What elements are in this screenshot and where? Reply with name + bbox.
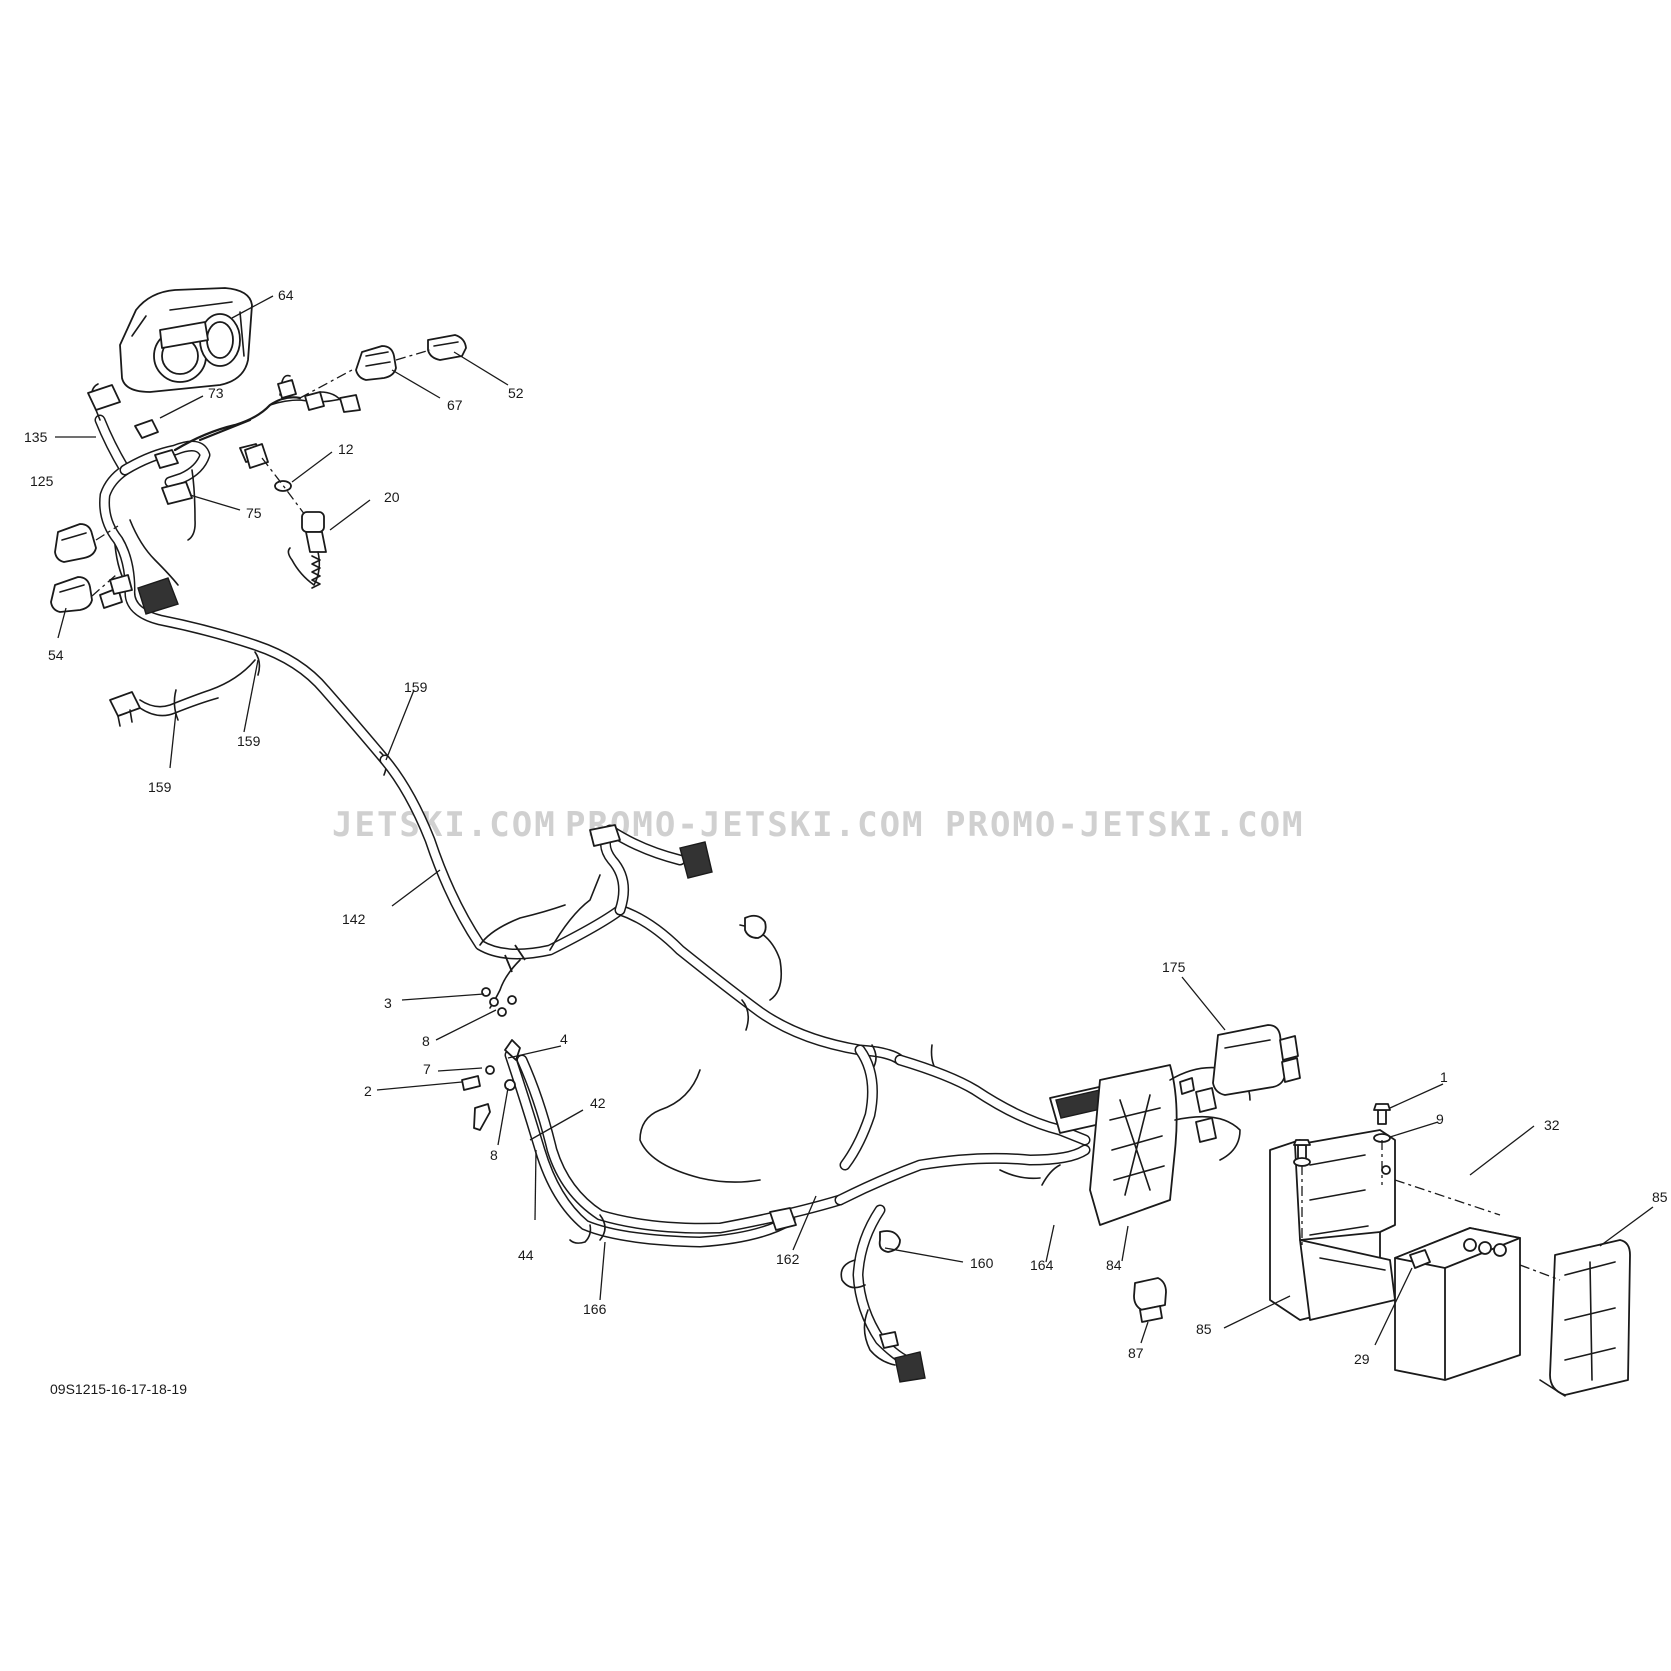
callout-8: 8	[490, 1147, 498, 1163]
lower-connectors	[769, 1207, 926, 1383]
lower-harness	[834, 1044, 1091, 1366]
callout-32: 32	[1544, 1117, 1560, 1133]
gauge-cluster	[119, 287, 253, 393]
callout-159: 159	[148, 779, 172, 795]
battery-cables	[504, 1049, 846, 1248]
lanyard-20	[287, 511, 327, 589]
callout-labels: 64 52 67 73 135 12 125 75 20 54 159 159 …	[24, 287, 1668, 1367]
callout-12: 12	[338, 441, 354, 457]
callout-175: 175	[1162, 959, 1186, 975]
callout-44: 44	[518, 1247, 534, 1263]
callout-160: 160	[970, 1255, 994, 1271]
relay-87	[1133, 1277, 1167, 1323]
callout-162: 162	[776, 1251, 800, 1267]
battery-tray-85-left	[1269, 1129, 1396, 1321]
watermark-text: JETSKI.COM	[332, 805, 557, 845]
leader-lines	[55, 295, 1654, 1346]
callout-52: 52	[508, 385, 524, 401]
upper-harness	[90, 374, 391, 766]
switch-connector-67	[355, 345, 397, 381]
callout-1: 1	[1440, 1069, 1448, 1085]
switch-125	[54, 523, 97, 563]
post-12	[244, 443, 292, 492]
callout-29: 29	[1354, 1351, 1370, 1367]
callout-159: 159	[404, 679, 428, 695]
callout-75: 75	[246, 505, 262, 521]
callout-164: 164	[1030, 1257, 1054, 1273]
callout-125: 125	[30, 473, 54, 489]
callout-42: 42	[590, 1095, 606, 1111]
callout-87: 87	[1128, 1345, 1144, 1361]
callout-85: 85	[1196, 1321, 1212, 1337]
watermark-text: PROMO-JETSKI.COM	[945, 805, 1305, 845]
callout-64: 64	[278, 287, 294, 303]
callout-84: 84	[1106, 1257, 1122, 1273]
main-harness-connectors	[504, 824, 767, 973]
callout-85: 85	[1652, 1189, 1668, 1205]
switch-54	[50, 576, 93, 613]
watermark-group: JETSKI.COM PROMO-JETSKI.COM PROMO-JETSKI…	[332, 805, 1305, 845]
callout-54: 54	[48, 647, 64, 663]
callout-20: 20	[384, 489, 400, 505]
battery-terminal-parts	[461, 1039, 521, 1131]
battery-32	[1394, 1227, 1521, 1381]
fuse-box-84	[1049, 1064, 1251, 1226]
left-branch-159	[109, 651, 261, 727]
callout-4: 4	[560, 1031, 568, 1047]
callout-9: 9	[1436, 1111, 1444, 1127]
callout-166: 166	[583, 1301, 607, 1317]
callout-142: 142	[342, 911, 366, 927]
callout-3: 3	[384, 995, 392, 1011]
callout-67: 67	[447, 397, 463, 413]
upper-harness-connectors	[87, 379, 361, 615]
battery-strap-85-right	[1539, 1239, 1631, 1397]
callout-73: 73	[208, 385, 224, 401]
callout-7: 7	[423, 1061, 431, 1077]
diagram-code: 09S1215-16-17-18-19	[50, 1381, 187, 1397]
module-175	[1212, 1024, 1301, 1096]
callout-135: 135	[24, 429, 48, 445]
bolts-1-9	[1293, 1103, 1391, 1167]
callout-2: 2	[364, 1083, 372, 1099]
callout-8: 8	[422, 1033, 430, 1049]
callout-159: 159	[237, 733, 261, 749]
ground-studs-3-8	[481, 959, 521, 1017]
